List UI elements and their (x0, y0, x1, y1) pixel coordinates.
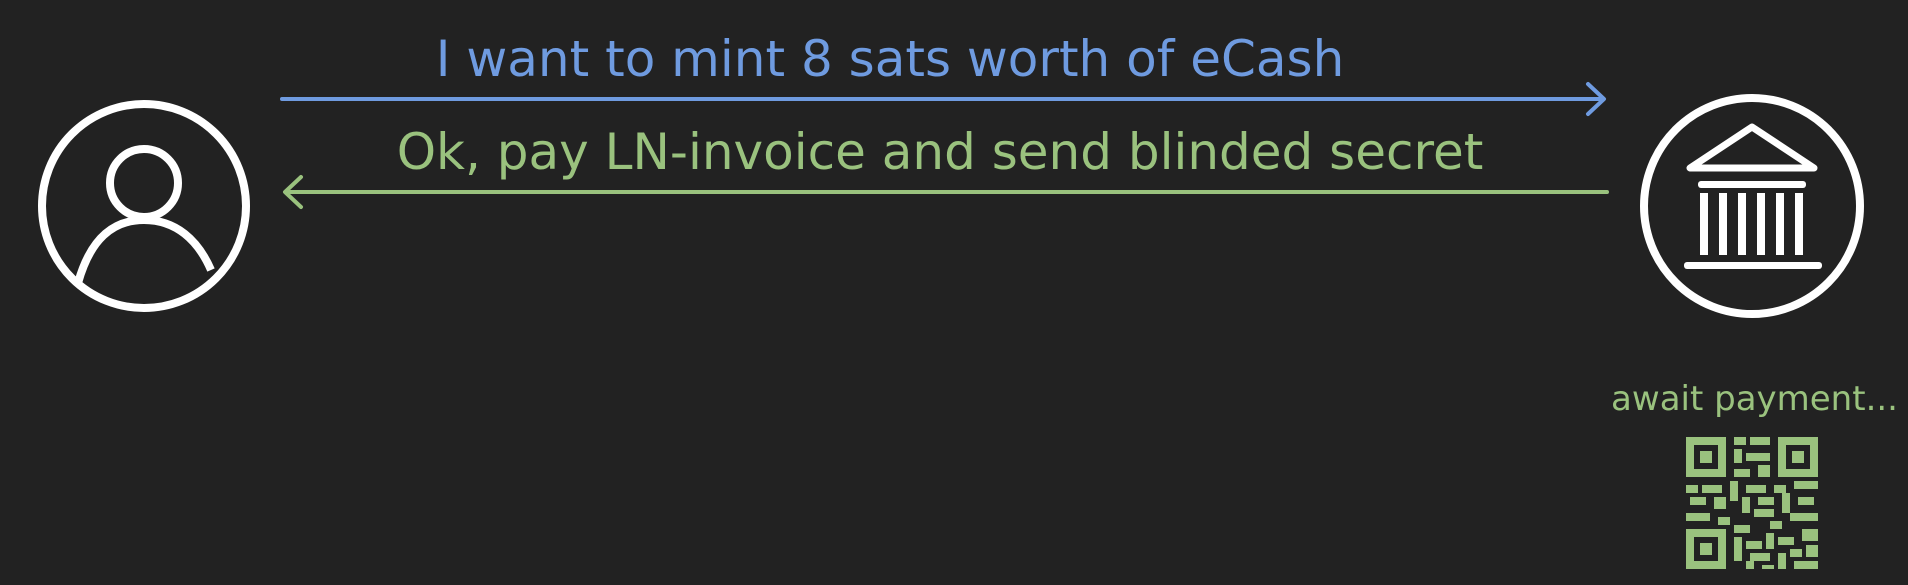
request-arrow (280, 82, 1606, 116)
payment-status-label: await payment... (1611, 379, 1898, 419)
response-message: Ok, pay LN-invoice and send blinded secr… (396, 123, 1484, 181)
bank-icon (1640, 94, 1864, 318)
response-arrow (283, 175, 1609, 209)
request-message: I want to mint 8 sats worth of eCash (435, 30, 1345, 88)
qr-code-icon (1686, 437, 1818, 569)
user-icon (38, 100, 250, 312)
